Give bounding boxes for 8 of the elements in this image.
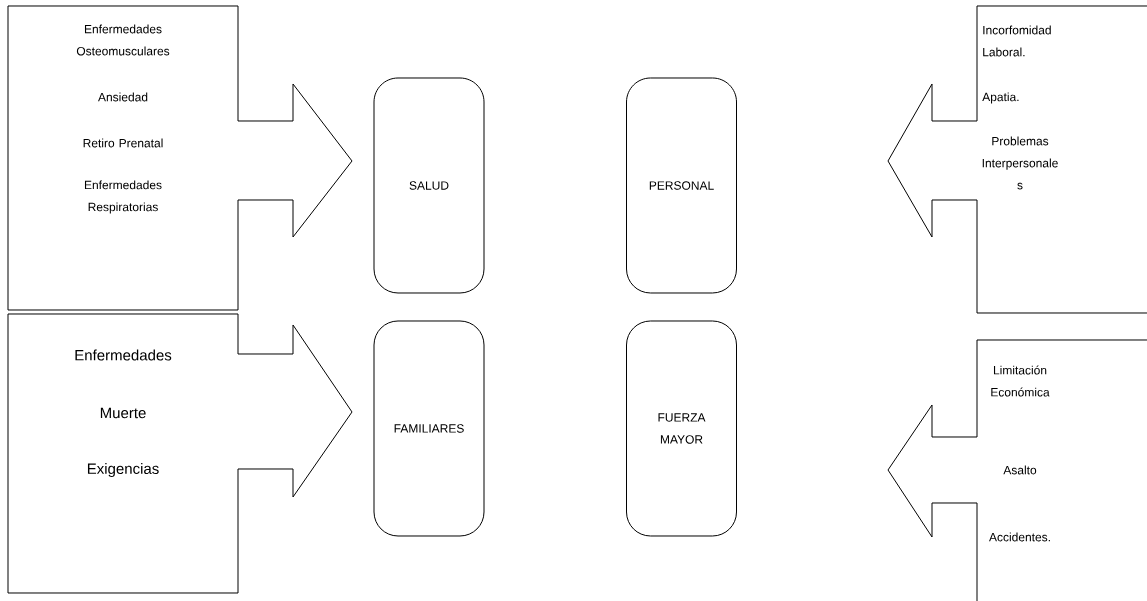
- arrow-callout: Limitación Económica Asalto Accidentes.: [887, 339, 1147, 601]
- arrow-callout: Enfermedades Osteomusculares Ansiedad Retiro Prenatal Enfermedades Respiratorias: [7, 5, 353, 311]
- rounded-box: PERSONAL: [626, 77, 737, 294]
- rounded-box: SALUD: [373, 77, 485, 294]
- arrow-callout: Incorfomidad Laboral. Apatia. Problemas Interpersonale s: [887, 5, 1147, 314]
- rounded-box: FAMILIARES: [373, 320, 485, 537]
- rounded-box: FUERZA MAYOR: [626, 320, 737, 537]
- arrow-callout: Enfermedades Muerte Exigencias: [7, 313, 353, 594]
